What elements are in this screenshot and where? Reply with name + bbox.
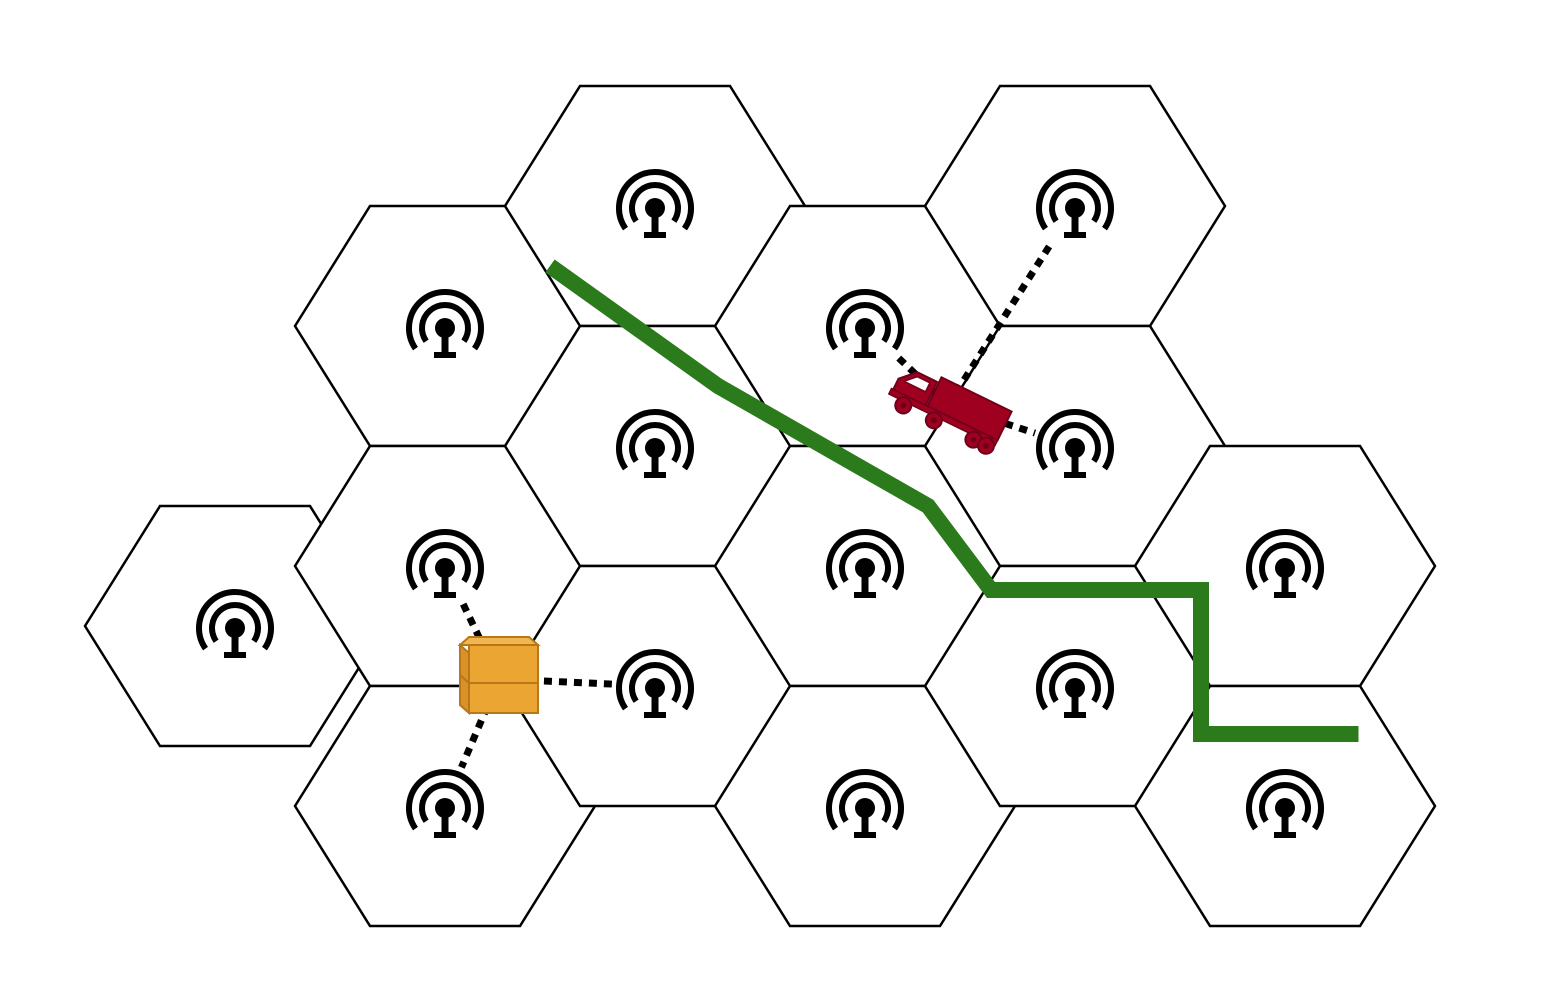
hexagon-cell [503,564,807,808]
antenna-tower-icon [406,529,484,598]
hexagon-cell [1133,684,1437,928]
antenna-tower-icon [826,289,904,358]
antenna-tower-icon [616,169,694,238]
hexagon-cell [923,84,1227,328]
truck-link [945,239,1056,407]
tracked-objects [457,371,1013,716]
antenna-tower-icon [616,649,694,718]
antenna-tower-icon [826,529,904,598]
antenna-tower-icon [1036,649,1114,718]
package-box-icon [457,636,541,716]
truck-icon [887,371,1013,455]
antenna-tower-icon [826,769,904,838]
antenna-tower-icon [1246,769,1324,838]
hexagon-cell [923,564,1227,808]
hexagon-cell [1133,444,1437,688]
antenna-tower-icon [406,769,484,838]
antenna-tower-icon [1036,169,1114,238]
route-path [545,259,1359,742]
antenna-tower-icon [1036,409,1114,478]
vehicle-route [545,259,1359,742]
antenna-tower-icon [406,289,484,358]
antenna-tower-icon [616,409,694,478]
antenna-tower-icon [196,589,274,658]
hexagon-cell [293,444,597,688]
antenna-tower-icon [1246,529,1324,598]
